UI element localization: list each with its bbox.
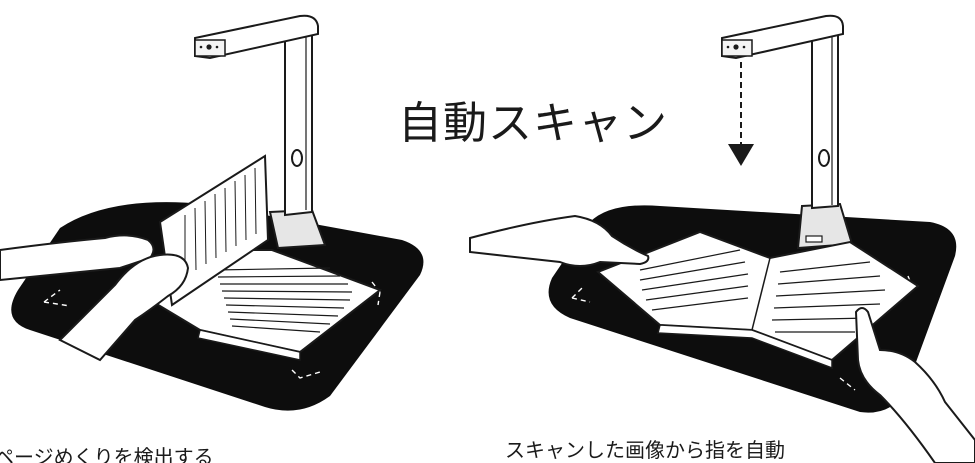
- left-caption: ページめくりを検出する: [0, 445, 214, 463]
- right-scene: [469, 14, 975, 463]
- feature-title: 自動スキャン: [398, 98, 668, 149]
- right-hand-right: [854, 307, 975, 463]
- right-book-text-lines: [639, 249, 886, 333]
- arrow-down-icon: [728, 62, 754, 166]
- left-stand-pillar: [284, 24, 313, 217]
- left-stand-base: [268, 208, 327, 250]
- left-stand-knob: [291, 149, 303, 167]
- right-mat-guides: [571, 275, 915, 391]
- right-hand-left: [469, 214, 650, 267]
- right-caption: スキャンした画像から指を自動: [505, 438, 785, 462]
- right-stand-pillar: [811, 24, 839, 210]
- left-scene: [0, 14, 424, 411]
- left-hand-upper: [0, 234, 155, 282]
- left-book-text-lines: [214, 267, 353, 333]
- left-hand-lower: [58, 253, 190, 362]
- right-stand-knob: [818, 149, 830, 167]
